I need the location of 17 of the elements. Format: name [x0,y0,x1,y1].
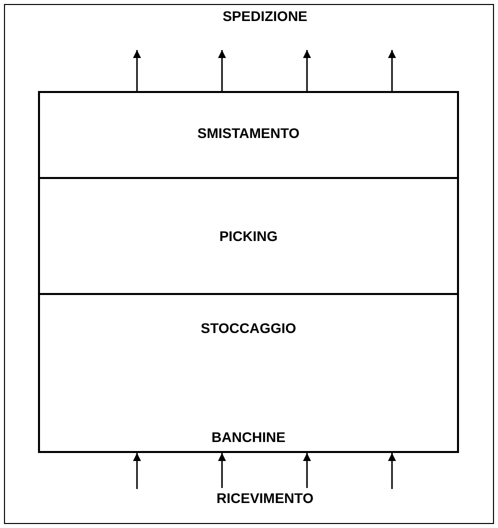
area-label: SPEDIZIONE [222,8,308,24]
arrow [303,453,311,488]
warehouse-zone [38,177,459,295]
zone-label: STOCCAGGIO [200,320,296,336]
arrow [133,50,141,91]
arrow [218,50,226,91]
arrow [133,453,141,489]
arrow [388,50,396,91]
arrow [388,453,396,489]
arrow [303,50,311,91]
arrow [218,453,226,488]
zone-label: BANCHINE [212,429,286,445]
warehouse-zone [38,91,459,179]
warehouse-zone [38,293,459,453]
zone-label: SMISTAMENTO [197,125,300,141]
area-label: RICEVIMENTO [216,490,314,506]
zone-label: PICKING [219,228,278,244]
